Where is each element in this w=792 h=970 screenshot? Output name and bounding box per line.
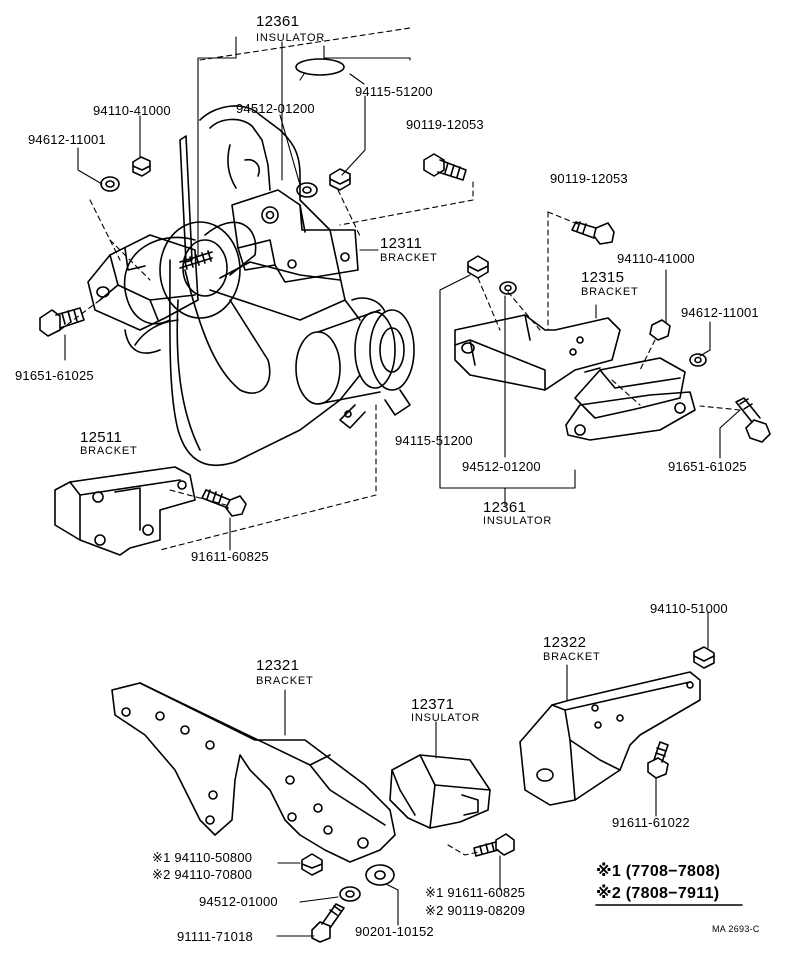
nut-94115-51200-mid xyxy=(467,255,489,279)
bracket-12311 xyxy=(231,189,359,283)
insulator-12361-left xyxy=(87,234,213,331)
label-90119-12053-b: 90119-12053 xyxy=(550,171,628,186)
bolt-91651-61025-left xyxy=(39,307,85,337)
label-94612-11001-left: 94612-11001 xyxy=(28,132,106,147)
bolt-90119-12053-a xyxy=(423,153,467,181)
label-94612-11001-right: 94612-11001 xyxy=(681,305,759,320)
label-12315: 12315 xyxy=(581,269,625,286)
bolt-91611-61022 xyxy=(647,741,669,779)
label-m1-94110-50800: ※1 94110-50800 xyxy=(152,850,253,865)
label-12321: 12321 xyxy=(256,657,300,674)
insulator-12371 xyxy=(389,754,491,829)
nut-94110-41000-left xyxy=(132,156,151,177)
label-bracket-12511: BRACKET xyxy=(80,445,138,457)
label-m2-94110-70800: ※2 94110-70800 xyxy=(152,867,253,882)
bolt-91651-61025-right xyxy=(735,397,771,443)
label-12511: 12511 xyxy=(80,429,123,446)
washer-90201-10152 xyxy=(365,864,395,886)
drawing-code: MA 2693-C xyxy=(712,924,760,934)
label-12311: 12311 xyxy=(380,235,423,252)
bracket-12511 xyxy=(54,466,196,556)
label-91111-71018: 91111-71018 xyxy=(177,929,253,944)
leader-lines xyxy=(64,36,741,937)
label-94512-01000: 94512-01000 xyxy=(199,894,278,909)
bolt-91611-60825-left xyxy=(201,489,247,517)
insulator-12361-right xyxy=(565,357,696,441)
label-bracket-12321: BRACKET xyxy=(256,675,314,687)
label-insulator-mid: INSULATOR xyxy=(483,515,553,527)
label-91611-61022: 91611-61022 xyxy=(612,815,690,830)
label-m1-91611-60825: ※1 91611-60825 xyxy=(425,885,526,900)
bolt-91111-71018 xyxy=(311,903,345,943)
label-91651-61025-right: 91651-61025 xyxy=(668,459,747,474)
label-insulator-top: INSULATOR xyxy=(256,32,326,44)
label-12361-top: 12361 xyxy=(256,13,300,30)
label-94110-41000-right: 94110-41000 xyxy=(617,251,695,266)
washer-94612-11001-left xyxy=(100,176,120,192)
label-12361-mid: 12361 xyxy=(483,499,527,516)
label-insulator-12371: INSULATOR xyxy=(411,712,481,724)
label-91651-61025-left: 91651-61025 xyxy=(15,368,94,383)
label-12322: 12322 xyxy=(543,634,587,651)
label-12371: 12371 xyxy=(411,696,455,713)
label-m2-90119-08209: ※2 90119-08209 xyxy=(425,903,526,918)
label-94110-51000: 94110-51000 xyxy=(650,601,728,616)
bolt-90119-12053-b xyxy=(571,221,615,245)
engine-block-outline xyxy=(123,105,415,467)
label-94512-01200-top: 94512-01200 xyxy=(236,101,315,116)
bracket-12321 xyxy=(111,682,396,863)
nut-94115-51200-top xyxy=(329,168,351,191)
label-bracket-12315: BRACKET xyxy=(581,286,639,298)
label-90201-10152: 90201-10152 xyxy=(355,924,434,939)
bracket-12322 xyxy=(519,671,701,806)
label-90119-12053-a: 90119-12053 xyxy=(406,117,484,132)
washer-94512-01200-top xyxy=(296,182,318,198)
washer-94512-01200-mid xyxy=(499,281,517,295)
bolt-91611-60825-lower xyxy=(473,833,515,857)
bracket-12315 xyxy=(454,314,621,391)
nut-94110-51000 xyxy=(693,646,715,669)
nut-94110-50800 xyxy=(301,853,323,876)
label-91611-60825-left: 91611-60825 xyxy=(191,549,269,564)
dashed-assembly-lines xyxy=(59,27,741,856)
insulator-12361-ref-oval xyxy=(295,58,345,76)
washer-94512-01000 xyxy=(339,886,361,902)
label-94512-01200-mid: 94512-01200 xyxy=(462,459,541,474)
washer-94612-11001-right xyxy=(689,353,707,367)
label-94115-51200-mid: 94115-51200 xyxy=(395,433,473,448)
label-bracket-12311: BRACKET xyxy=(380,252,438,264)
legend-mark-1: ※1 (7708−7808) xyxy=(596,863,721,880)
nut-94110-41000-right xyxy=(649,319,671,341)
label-94110-41000-left: 94110-41000 xyxy=(93,103,171,118)
label-94115-51200-top: 94115-51200 xyxy=(355,84,433,99)
legend-mark-2: ※2 (7808−7911) xyxy=(596,885,720,902)
label-bracket-12322: BRACKET xyxy=(543,651,601,663)
